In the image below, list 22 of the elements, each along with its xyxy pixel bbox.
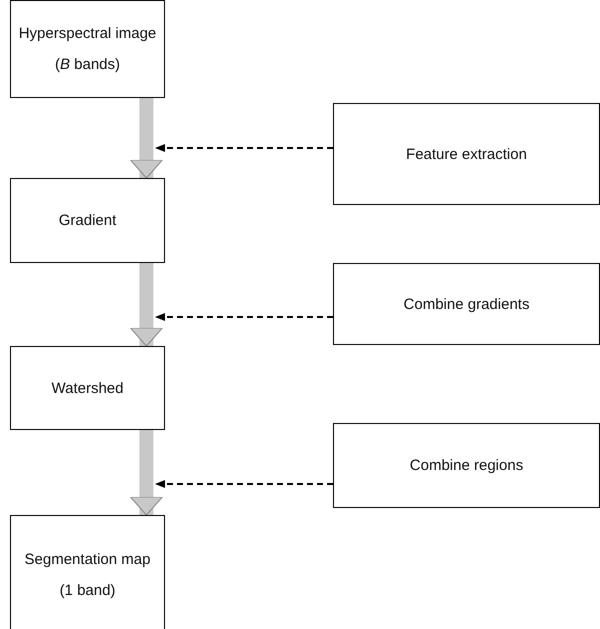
block-arrow — [130, 98, 163, 178]
dashed-arrow — [155, 480, 333, 488]
box-label: Watershed — [52, 380, 124, 396]
block-arrow — [130, 263, 163, 346]
box-label: Gradient — [58, 212, 116, 229]
process-box — [10, 0, 165, 98]
process-box — [333, 103, 600, 205]
process-box — [10, 178, 165, 263]
box-label: Hyperspectral image — [18, 25, 156, 42]
block-arrow — [130, 430, 163, 516]
process-box — [333, 263, 600, 345]
box-label: Combine regions — [410, 457, 524, 474]
process-box — [10, 346, 165, 430]
dashed-arrow — [155, 313, 333, 321]
dashed-arrow — [155, 144, 333, 152]
box-label: Feature extraction — [406, 146, 527, 162]
process-box — [10, 515, 165, 629]
box-label: (B bands) — [54, 56, 120, 73]
process-box — [333, 423, 600, 508]
box-label: (1 band) — [60, 582, 116, 599]
box-label: Combine gradients — [404, 296, 530, 312]
box-label: Segmentation map — [24, 551, 150, 568]
